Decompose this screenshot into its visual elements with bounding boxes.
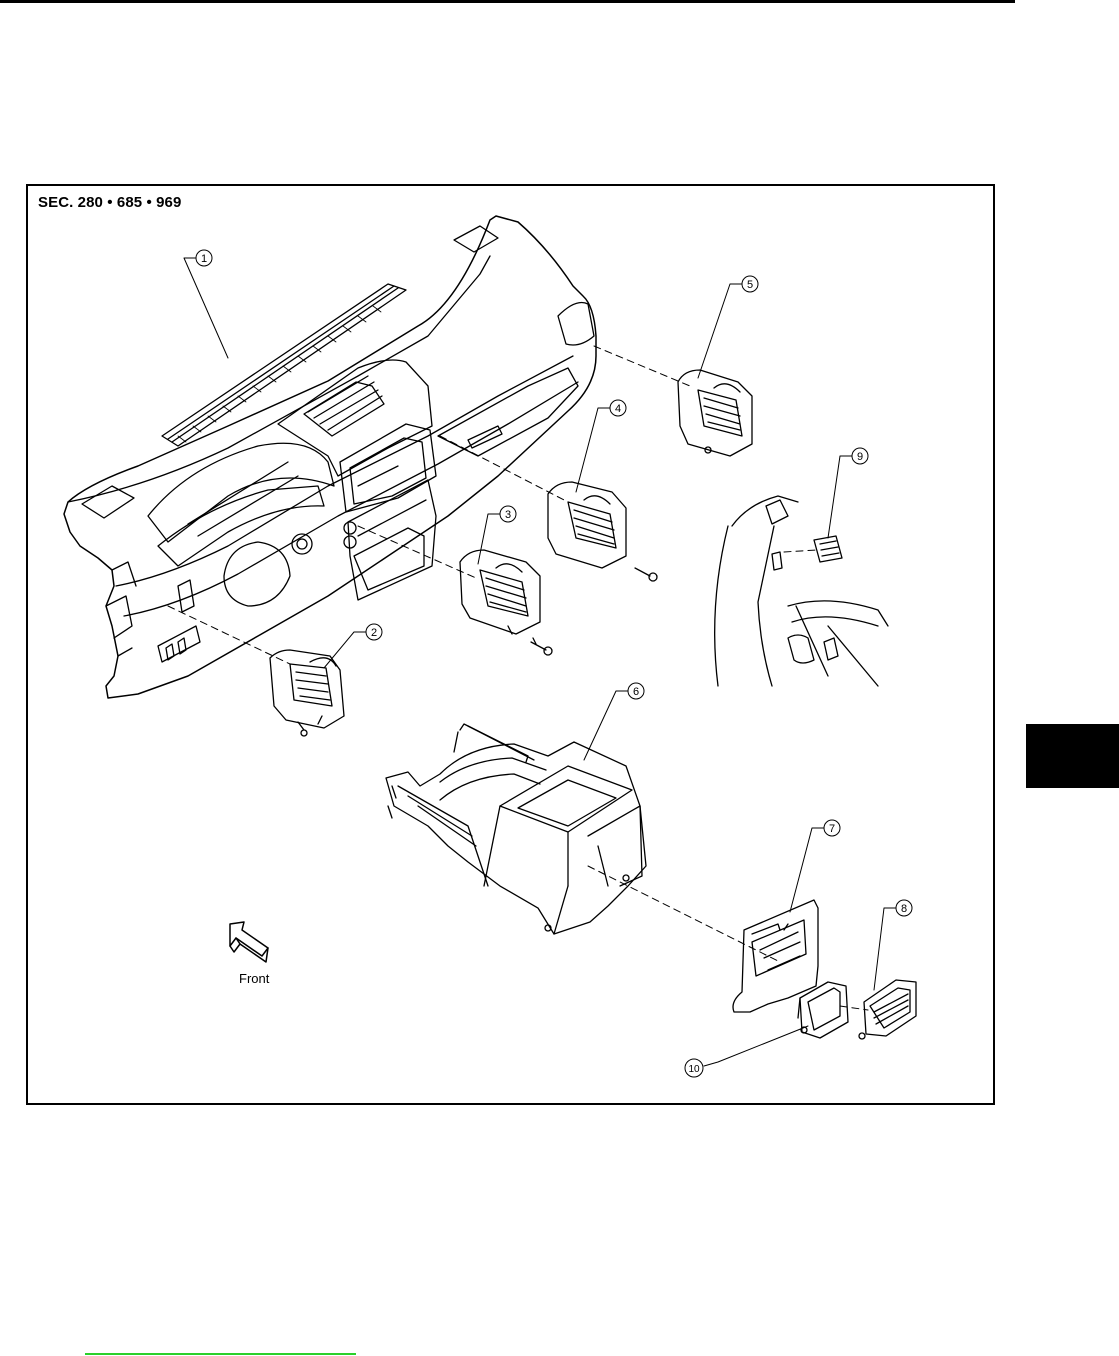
- screw: [531, 638, 552, 655]
- leader-lines: [184, 258, 896, 1066]
- instrument-panel: [64, 216, 596, 698]
- callout-6: 6: [633, 686, 639, 698]
- center-ventilator-left: [460, 550, 540, 634]
- callout-9: 9: [857, 451, 863, 463]
- callout-numbers: 1 2 3 4 5 6 7 8 9 10: [201, 253, 907, 1075]
- side-ventilator-right: [678, 370, 752, 456]
- exploded-diagram: 1 2 3 4 5 6 7 8 9 10: [28, 186, 993, 1103]
- section-tab: [1026, 724, 1119, 788]
- figure-frame: SEC. 280 • 685 • 969: [26, 184, 995, 1105]
- callout-1: 1: [201, 253, 207, 265]
- ventilator-grille: [814, 536, 842, 562]
- callout-7: 7: [829, 823, 835, 835]
- top-rule: [0, 0, 1015, 3]
- callout-10: 10: [688, 1064, 700, 1075]
- side-ventilator-left: [270, 650, 344, 736]
- callout-4: 4: [615, 403, 621, 415]
- assembly-lines: [168, 346, 868, 1010]
- callout-5: 5: [747, 279, 753, 291]
- callout-8: 8: [901, 903, 907, 915]
- front-arrow-icon: [230, 922, 268, 962]
- screw: [635, 568, 657, 581]
- callout-2: 2: [371, 627, 377, 639]
- center-console: [386, 724, 646, 934]
- reference-link-underline[interactable]: [85, 1353, 356, 1355]
- front-label: Front: [239, 971, 269, 986]
- center-ventilator-right: [548, 482, 626, 568]
- callout-3: 3: [505, 509, 511, 521]
- side-trim-view: [715, 496, 888, 686]
